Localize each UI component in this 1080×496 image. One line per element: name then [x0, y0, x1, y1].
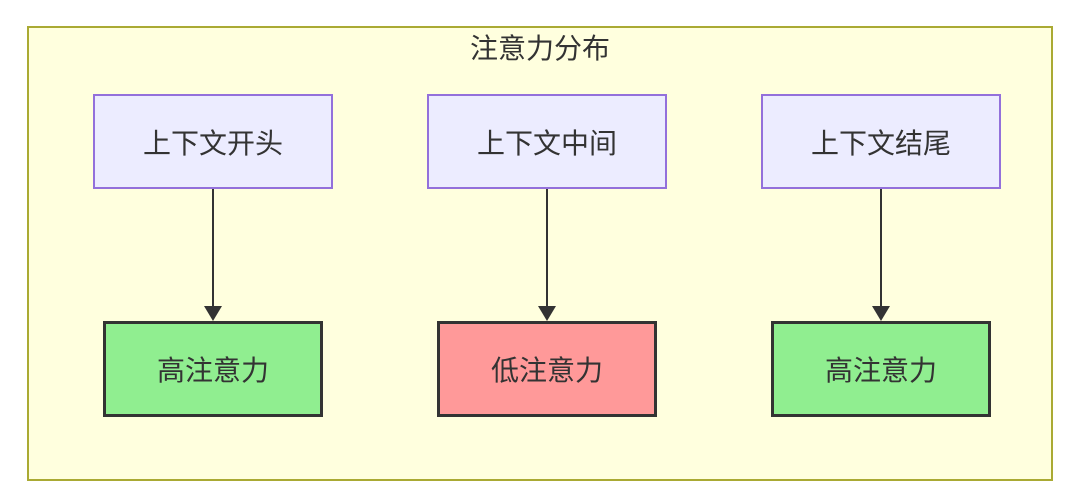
arrow-line [546, 189, 548, 306]
flow-column-context-start: 上下文开头 高注意力 [93, 94, 333, 417]
node-low-attention-label: 低注意力 [490, 355, 603, 386]
node-high-attention-2: 高注意力 [771, 321, 991, 417]
arrow-line [212, 189, 214, 306]
node-high-attention-1-label: 高注意力 [156, 355, 269, 386]
node-context-middle: 上下文中间 [427, 94, 667, 189]
node-context-start-label: 上下文开头 [142, 127, 283, 159]
node-context-end: 上下文结尾 [761, 94, 1001, 189]
flow-column-context-end: 上下文结尾 高注意力 [761, 94, 1001, 417]
node-context-end-label: 上下文结尾 [810, 127, 951, 159]
flow-columns: 上下文开头 高注意力 上下文中间 低注意力 [29, 94, 1051, 417]
arrow-context-start [204, 189, 222, 321]
arrow-context-middle [538, 189, 556, 321]
attention-distribution-cluster: 注意力分布 上下文开头 高注意力 上下文中间 [27, 26, 1053, 481]
arrow-head-icon [872, 306, 890, 321]
node-context-middle-label: 上下文中间 [476, 127, 617, 159]
node-context-start: 上下文开头 [93, 94, 333, 189]
arrow-head-icon [204, 306, 222, 321]
node-high-attention-1: 高注意力 [103, 321, 323, 417]
arrow-head-icon [538, 306, 556, 321]
node-high-attention-2-label: 高注意力 [824, 355, 937, 386]
cluster-title: 注意力分布 [469, 33, 610, 64]
node-low-attention: 低注意力 [437, 321, 657, 417]
flow-column-context-middle: 上下文中间 低注意力 [427, 94, 667, 417]
arrow-line [880, 189, 882, 306]
arrow-context-end [872, 189, 890, 321]
